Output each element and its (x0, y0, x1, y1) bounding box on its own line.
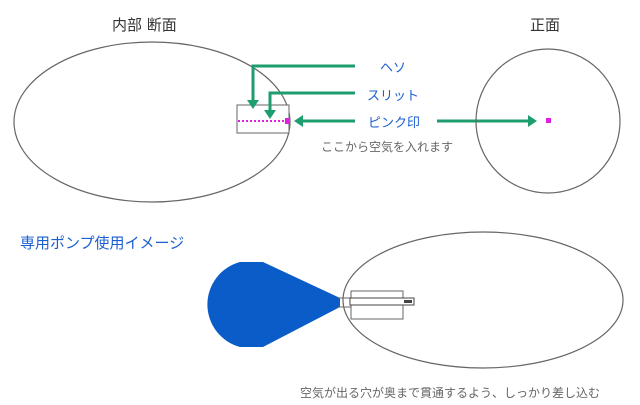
pink-mark-square (285, 118, 290, 124)
slit-valve-box (236, 104, 290, 134)
pink-mark-label: ピンク印 (368, 116, 421, 131)
section-internal-title: 内部 断面 (112, 16, 177, 34)
heso-callout-arrowhead (247, 100, 259, 109)
slit-label: スリット (367, 89, 420, 104)
section-front-title: 正面 (530, 16, 561, 34)
heso-label: ヘソ (380, 61, 407, 76)
front-view-arrowhead (528, 115, 537, 127)
slit-callout-line (268, 91, 355, 111)
pump-usage-title: 専用ポンプ使用イメージ (20, 234, 185, 252)
balloon-bottom-outline (342, 231, 624, 369)
heso-callout-line (251, 64, 355, 101)
pink-mark-callout-arrowhead (294, 115, 303, 127)
pump-shape (207, 262, 340, 347)
pump-nozzle-tip (349, 297, 415, 306)
balloon-front-view-outline (475, 48, 621, 194)
front-pink-dot (546, 118, 551, 123)
slit-callout-arrowhead (264, 110, 276, 119)
insert-instruction-note: 空気が出る穴が奥まで貫通するよう、しっかり差し込む (300, 386, 601, 400)
pump-nozzle-tip-hole (404, 300, 412, 303)
air-inlet-note: ここから空気を入れます (321, 140, 454, 154)
